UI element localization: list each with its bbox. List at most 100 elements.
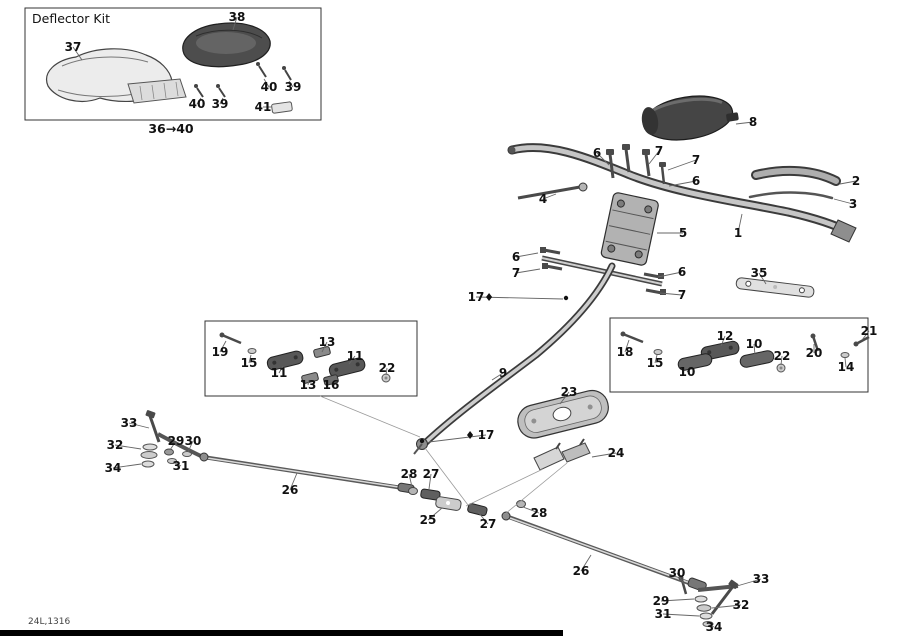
part-callout-7: 7: [512, 266, 520, 280]
callout-leader-line: [263, 78, 270, 88]
callout-leader-line: [735, 121, 754, 125]
callout-leader-line: [596, 152, 610, 166]
part-callout-5: 5: [679, 226, 687, 240]
callout-leader-line: [321, 341, 328, 353]
callout-leader-line: [668, 180, 697, 187]
callout-leader-line: [475, 296, 564, 300]
callout-leader-line: [711, 604, 742, 609]
callout-leader-line: [758, 272, 767, 285]
callout-leader-line: [686, 364, 694, 373]
part-callout-18: 18: [617, 345, 634, 359]
center-link-hardware-art: [408, 487, 526, 517]
part-callout-11: 11: [347, 349, 364, 363]
reference-dot-marker: [563, 295, 569, 301]
callout-leader-line: [659, 292, 683, 296]
callout-leader-line: [289, 472, 298, 491]
reference-dot-marker: [419, 438, 425, 444]
callout-leader-line: [662, 613, 700, 617]
part-callout-6: 6: [512, 250, 520, 264]
left-arm-hardware-art: [140, 410, 204, 468]
callout-leader-line: [278, 365, 284, 374]
callout-leader-line: [348, 355, 356, 365]
part-callout-27: 27: [423, 467, 440, 481]
callout-leader-line: [515, 268, 541, 274]
callout-leader-line: [232, 16, 238, 31]
part-callout-10: 10: [679, 365, 696, 379]
deflector-kit-title: Deflector Kit: [32, 11, 110, 26]
callout-leader-line: [172, 461, 182, 467]
callout-leader-line: [515, 252, 539, 258]
callout-leader-line: [780, 355, 783, 366]
part-callout-22: 22: [774, 349, 791, 363]
callout-leader-line: [187, 440, 194, 453]
callout-leader-line: [477, 511, 489, 525]
callout-leader-lines: [72, 16, 870, 628]
clamp-detail-box-right: [609, 317, 870, 393]
callout-leader-line: [428, 434, 487, 443]
callout-leader-line: [833, 198, 854, 205]
part-callout-4: 4: [539, 192, 547, 206]
part-callout-9: 9: [499, 366, 507, 380]
steering-post-art: [413, 262, 616, 455]
callout-leader-line: [580, 554, 592, 572]
part-callout-30: 30: [185, 434, 202, 448]
part-callout-19: 19: [212, 345, 229, 359]
callout-leader-line: [491, 372, 504, 381]
part-callout-37: 37: [65, 40, 82, 54]
callout-leader-line: [288, 80, 294, 88]
document-code: 24L,1316: [28, 617, 71, 627]
callout-leader-line: [753, 343, 756, 356]
part-callout-21: 21: [861, 324, 878, 338]
callout-leader-line: [654, 354, 658, 364]
part-callout-27: 27: [480, 517, 497, 531]
part-callout-24: 24: [608, 446, 625, 460]
air-silencer-art: [641, 95, 739, 141]
part-callout-12: 12: [717, 329, 734, 343]
part-callout-7: 7: [655, 144, 663, 158]
riser-block-art: [600, 192, 659, 266]
callout-leader-line: [667, 159, 697, 171]
part-callout-31: 31: [173, 459, 190, 473]
clamp-detail-box-left: [204, 320, 418, 397]
part-callout-32: 32: [107, 438, 124, 452]
part-callout-6: 6: [593, 146, 601, 160]
part-callout-40: 40: [189, 97, 206, 111]
part-callout-17: 17: [478, 428, 495, 442]
callout-leader-line: [428, 473, 432, 490]
part-callout-39: 39: [285, 80, 302, 94]
part-callout-1: 1: [734, 226, 742, 240]
part-callout-20: 20: [806, 346, 823, 360]
callout-leader-line: [427, 507, 443, 521]
construction-lines: [319, 395, 568, 515]
part-callout-8: 8: [749, 115, 757, 129]
plate-23-art: [517, 389, 609, 439]
part-callout-28: 28: [531, 506, 548, 520]
callout-leader-line: [648, 150, 660, 165]
reference-diamond-marker: ♦: [465, 429, 475, 442]
part-callout-13: 13: [300, 378, 317, 392]
callout-leader-line: [736, 578, 762, 587]
part-callout-32: 32: [733, 598, 750, 612]
callout-leader-line: [385, 367, 388, 376]
handguard-right-art: [182, 22, 271, 68]
part-callout-40: 40: [261, 80, 278, 94]
part-callout-34: 34: [706, 620, 723, 634]
callout-leader-line: [114, 444, 142, 450]
reference-markers: ♦♦: [419, 291, 569, 444]
callout-leader-line: [542, 193, 557, 200]
callout-leader-line: [408, 473, 413, 488]
part-callout-15: 15: [647, 356, 664, 370]
bracket-24-art: [533, 438, 591, 471]
part-callout-34: 34: [105, 461, 122, 475]
callout-leader-line: [624, 339, 630, 353]
part-callout-33: 33: [753, 572, 770, 586]
part-callout-26: 26: [573, 564, 590, 578]
reference-diamond-marker: ♦: [484, 291, 494, 304]
callout-leader-line: [861, 330, 870, 341]
part-callout-28: 28: [401, 467, 418, 481]
callout-leader-line: [660, 598, 695, 602]
callout-leader-line: [112, 463, 142, 469]
callout-leader-line: [844, 357, 847, 368]
part-callout-3: 3: [849, 197, 857, 211]
